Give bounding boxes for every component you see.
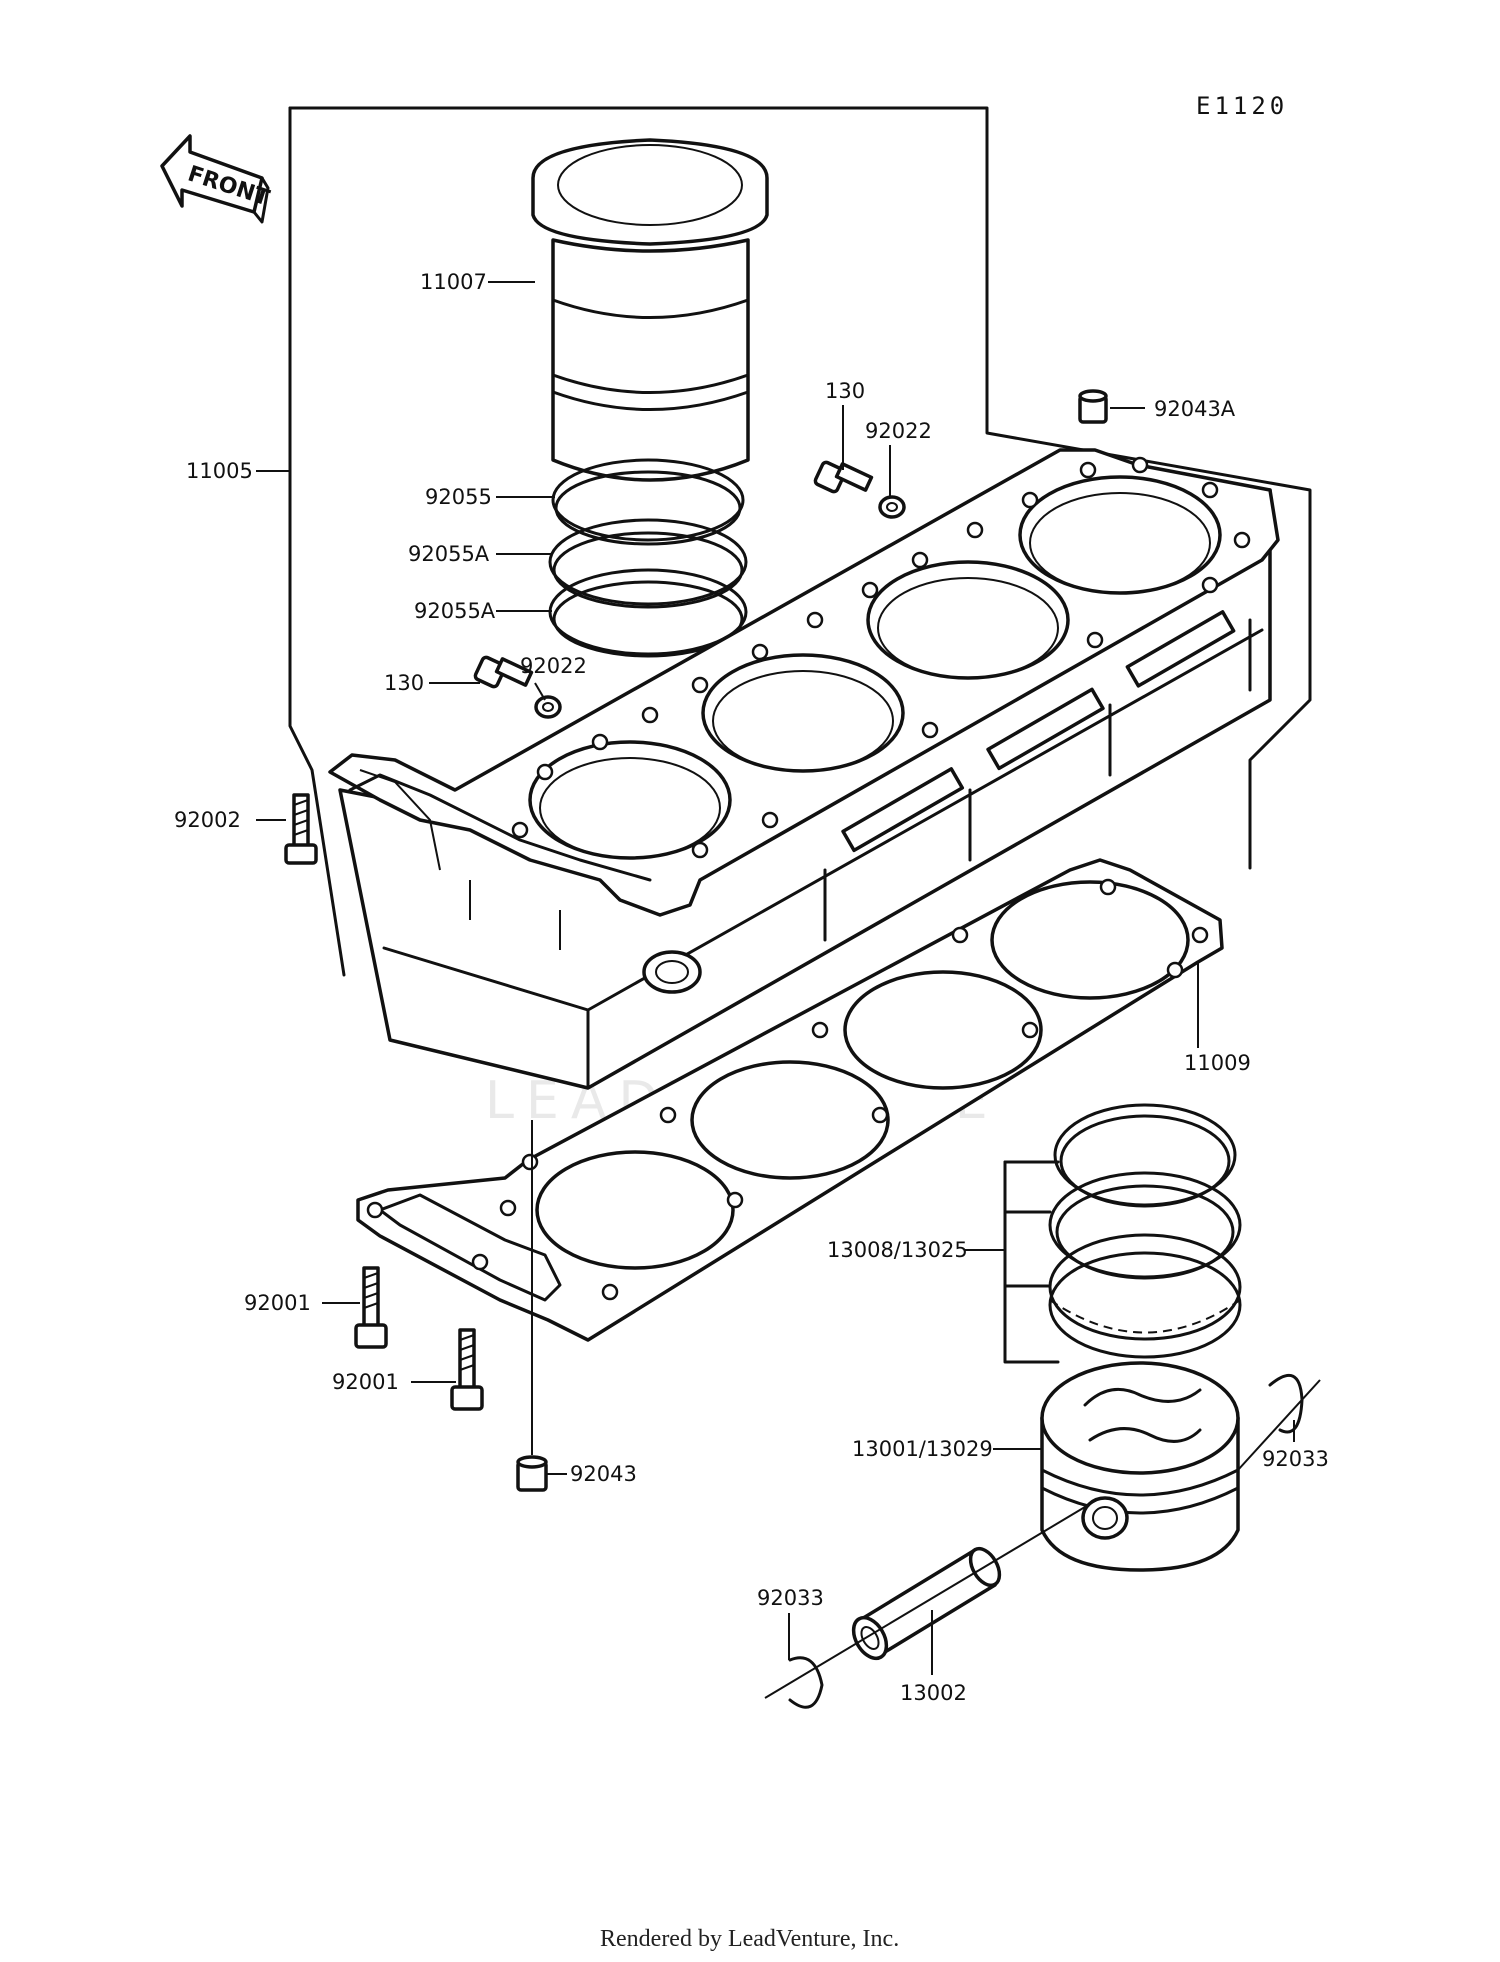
dowel-pin-92043	[516, 1120, 548, 1492]
callout-92022-top: 92022	[865, 419, 932, 443]
piston-pin	[764, 1497, 1101, 1699]
diagram-code: E1120	[1196, 92, 1288, 120]
head-gasket	[356, 858, 1224, 1342]
callout-11009: 11009	[1184, 1051, 1251, 1075]
bolt-92002	[284, 793, 318, 865]
callout-92033-left: 92033	[757, 1586, 824, 1610]
callout-130-mid: 130	[384, 671, 424, 695]
callout-11007: 11007	[420, 270, 487, 294]
bolt-130-mid	[473, 655, 534, 689]
callout-92055A-2: 92055A	[414, 599, 496, 623]
callout-92055: 92055	[425, 485, 492, 509]
cylinder-block	[328, 448, 1280, 1090]
group-boundary-line	[288, 106, 1312, 870]
group-boundary-left	[288, 106, 346, 977]
callout-11005: 11005	[186, 459, 253, 483]
callout-13002: 13002	[900, 1681, 967, 1705]
piston	[1040, 1361, 1240, 1572]
callout-13008-13025: 13008/13025	[827, 1238, 968, 1262]
dowel-pin-92043A	[1078, 389, 1108, 424]
callout-92022-mid: 92022	[520, 654, 587, 678]
cylinder-sleeve	[531, 138, 769, 482]
circlip-92033-left	[788, 1656, 824, 1709]
callout-13001-13029: 13001/13029	[852, 1437, 993, 1461]
footer-credit: Rendered by LeadVenture, Inc.	[600, 1926, 899, 1952]
o-rings	[548, 458, 748, 658]
callout-92043: 92043	[570, 1462, 637, 1486]
piston-rings	[1003, 1103, 1242, 1364]
bolt-130-top	[813, 460, 874, 494]
callout-92001-b: 92001	[332, 1370, 399, 1394]
bolt-92001-b	[450, 1328, 484, 1411]
callout-92055A-1: 92055A	[408, 542, 490, 566]
front-arrow-icon: FRONT	[160, 134, 272, 224]
bolt-92001-a	[354, 1266, 388, 1349]
callout-92043A: 92043A	[1154, 397, 1236, 421]
circlip-92033-right	[1237, 1374, 1321, 1471]
washer-92022-top	[878, 495, 906, 519]
callout-92033-right: 92033	[1262, 1447, 1329, 1471]
callout-92001-a: 92001	[244, 1291, 311, 1315]
washer-92022-mid	[534, 695, 562, 719]
callout-92002: 92002	[174, 808, 241, 832]
callout-130-top: 130	[825, 379, 865, 403]
leader-lines	[256, 281, 1295, 1675]
